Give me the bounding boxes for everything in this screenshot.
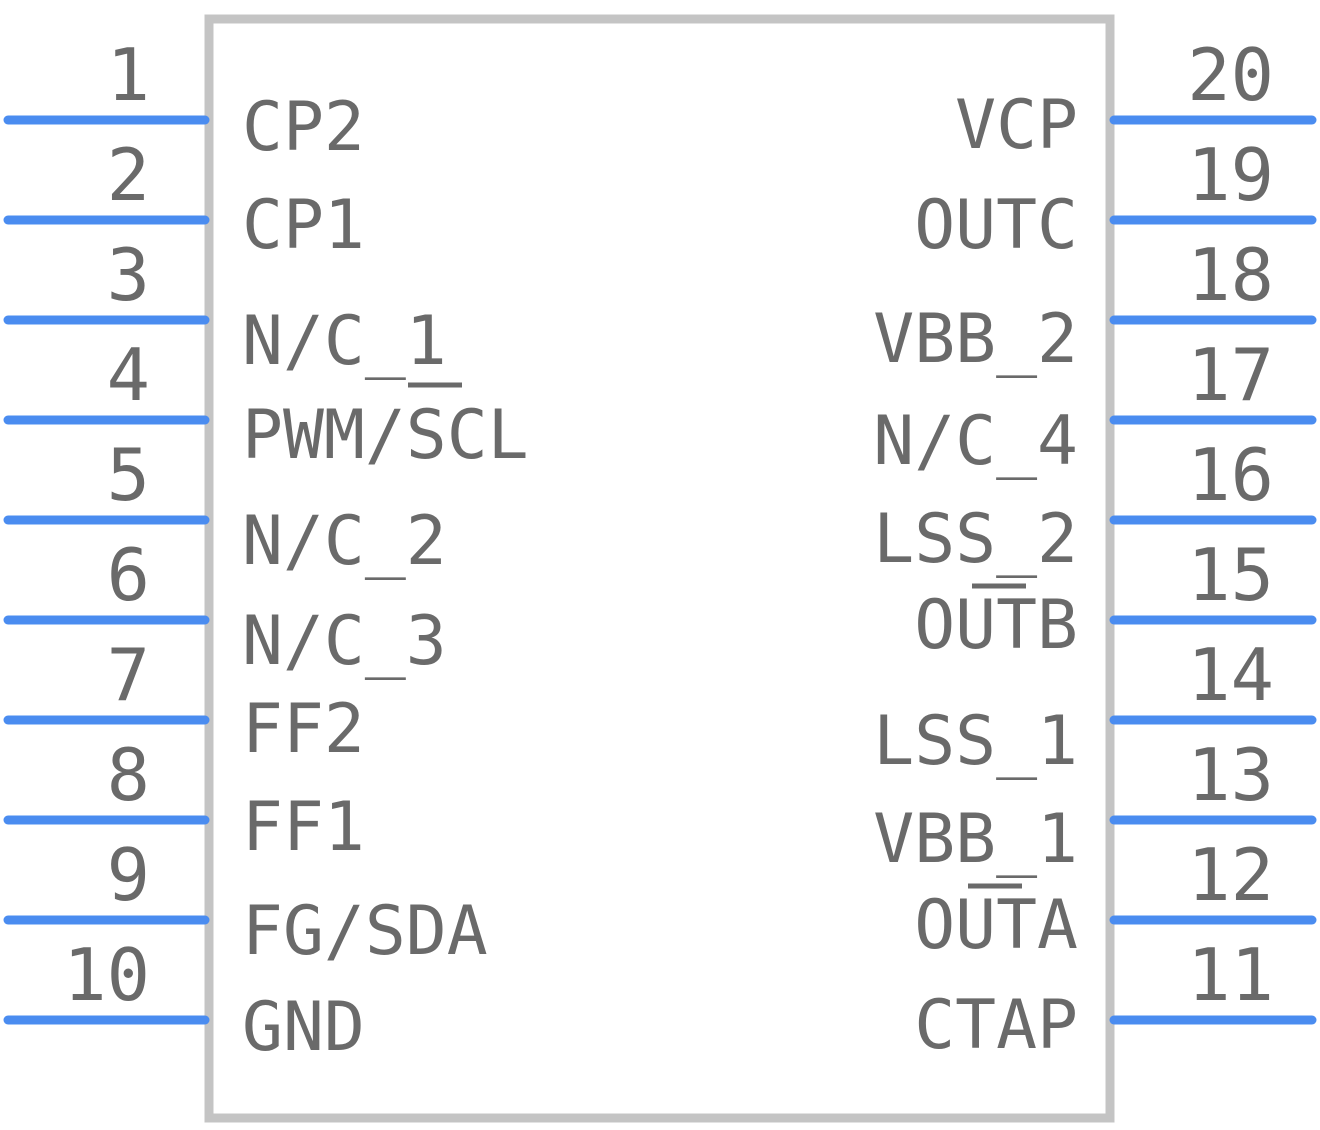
pin-3-label: N/C_1 bbox=[242, 302, 447, 381]
pin-19-number: 19 bbox=[1187, 133, 1274, 217]
pin-16-number: 16 bbox=[1187, 433, 1274, 517]
pin-10-number: 10 bbox=[63, 933, 150, 1017]
pin-8-label: FF1 bbox=[242, 788, 365, 867]
pin-8-number: 8 bbox=[107, 733, 150, 817]
pin-5-label: N/C_2 bbox=[242, 502, 447, 581]
pin-6-label: N/C_3 bbox=[242, 602, 447, 681]
pin-2-label: CP1 bbox=[242, 186, 365, 265]
pin-11-number: 11 bbox=[1187, 933, 1274, 1017]
pin-11-label: CTAP bbox=[914, 986, 1078, 1065]
pin-19-label: OUTC bbox=[914, 186, 1078, 265]
pin-14-number: 14 bbox=[1187, 633, 1274, 717]
pin-13-number: 13 bbox=[1187, 733, 1274, 817]
pin-10-label: GND bbox=[242, 988, 365, 1067]
pin-17-label: N/C_4 bbox=[873, 402, 1078, 481]
pin-12-number: 12 bbox=[1187, 833, 1274, 917]
pin-3-number: 3 bbox=[107, 233, 150, 317]
pin-20-number: 20 bbox=[1187, 33, 1274, 117]
pin-9-label: FG/SDA bbox=[242, 892, 488, 971]
pin-7-label: FF2 bbox=[242, 690, 365, 769]
pin-15-number: 15 bbox=[1187, 533, 1274, 617]
ic-body bbox=[204, 14, 1115, 1123]
pin-6-number: 6 bbox=[107, 533, 150, 617]
pin-1-label: CP2 bbox=[242, 88, 365, 167]
pin-13-label: VBB_1 bbox=[873, 800, 1078, 879]
pin-4-label: PWM/SCL bbox=[242, 396, 529, 475]
pin-12-label: OUTA bbox=[914, 886, 1078, 965]
pin-15-label: OUTB bbox=[914, 586, 1078, 665]
pin-20-label: VCP bbox=[955, 86, 1078, 165]
pin-7-number: 7 bbox=[107, 633, 150, 717]
pin-1-number: 1 bbox=[107, 33, 150, 117]
pin-17-number: 17 bbox=[1187, 333, 1274, 417]
pin-9-number: 9 bbox=[107, 833, 150, 917]
pin-18-label: VBB_2 bbox=[873, 300, 1078, 379]
pin-16-label: LSS_2 bbox=[873, 500, 1078, 579]
pin-2-number: 2 bbox=[107, 133, 150, 217]
pin-14-label: LSS_1 bbox=[873, 702, 1078, 781]
pin-5-number: 5 bbox=[107, 433, 150, 517]
pin-4-number: 4 bbox=[107, 333, 150, 417]
pin-18-number: 18 bbox=[1187, 233, 1274, 317]
